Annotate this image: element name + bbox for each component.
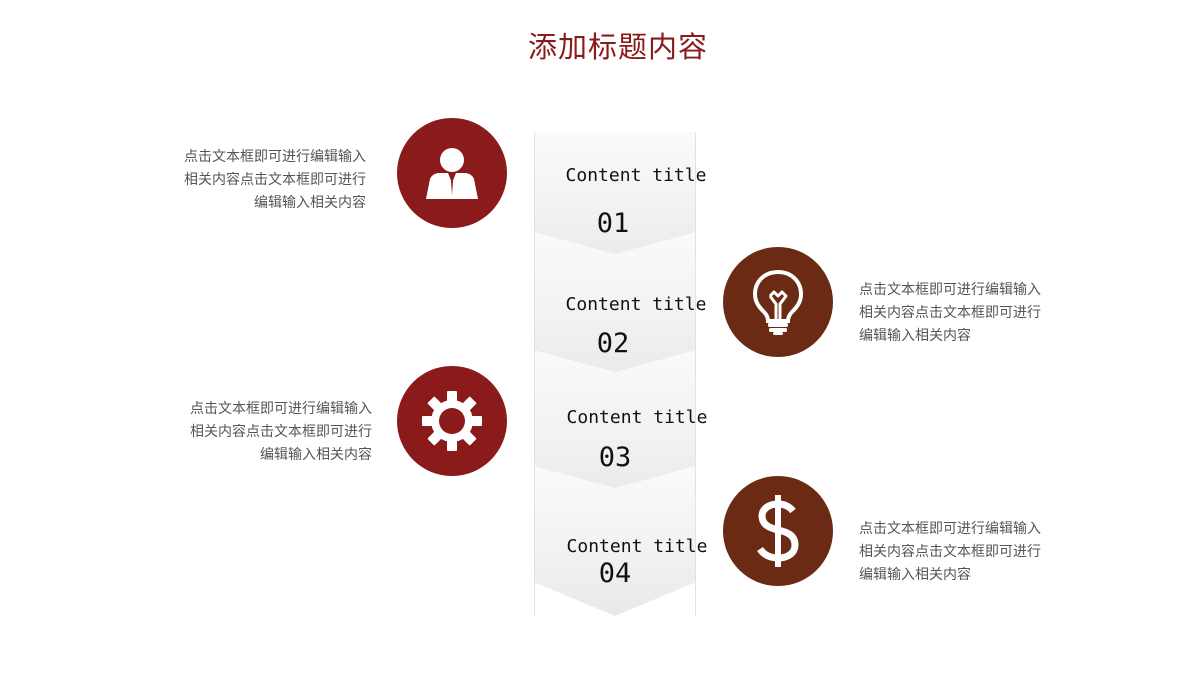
step-3-title: Content title [566, 407, 708, 428]
description-4-line-3: 编辑输入相关内容 [859, 567, 971, 583]
description-2-line-1: 点击文本框即可进行编辑输入 [859, 282, 1041, 298]
lightbulb-icon [752, 269, 804, 335]
step-4-number: 04 [598, 558, 632, 589]
description-1-line-3: 编辑输入相关内容 [254, 195, 366, 211]
description-3-line-3: 编辑输入相关内容 [260, 447, 372, 463]
description-4-line-2: 相关内容点击文本框即可进行 [859, 544, 1041, 560]
gear-circle [397, 366, 507, 476]
description-1: 点击文本框即可进行编辑输入 相关内容点击文本框即可进行 编辑输入相关内容 [184, 146, 366, 215]
description-4: 点击文本框即可进行编辑输入 相关内容点击文本框即可进行 编辑输入相关内容 [859, 518, 1041, 587]
person-circle [397, 118, 507, 228]
step-1-number: 01 [596, 208, 630, 239]
step-4-title: Content title [566, 536, 708, 557]
dollar-circle [723, 476, 833, 586]
step-2-title: Content title [565, 294, 707, 315]
slide-title: 添加标题内容 [527, 30, 708, 64]
chevron-stack [534, 132, 696, 622]
description-3: 点击文本框即可进行编辑输入 相关内容点击文本框即可进行 编辑输入相关内容 [190, 398, 372, 467]
description-2-line-3: 编辑输入相关内容 [859, 328, 971, 344]
description-1-line-2: 相关内容点击文本框即可进行 [184, 172, 366, 188]
lightbulb-circle [723, 247, 833, 357]
description-1-line-1: 点击文本框即可进行编辑输入 [184, 149, 366, 165]
step-2-number: 02 [596, 328, 630, 359]
description-3-line-2: 相关内容点击文本框即可进行 [190, 424, 372, 440]
description-2-line-2: 相关内容点击文本框即可进行 [859, 305, 1041, 321]
dollar-icon [757, 495, 799, 567]
person-icon [426, 148, 478, 199]
chevron-step-4 [534, 466, 696, 616]
step-1-title: Content title [565, 165, 707, 186]
description-2: 点击文本框即可进行编辑输入 相关内容点击文本框即可进行 编辑输入相关内容 [859, 279, 1041, 348]
gear-icon [422, 391, 482, 451]
description-4-line-1: 点击文本框即可进行编辑输入 [859, 521, 1041, 537]
step-3-number: 03 [598, 442, 632, 473]
description-3-line-1: 点击文本框即可进行编辑输入 [190, 401, 372, 417]
